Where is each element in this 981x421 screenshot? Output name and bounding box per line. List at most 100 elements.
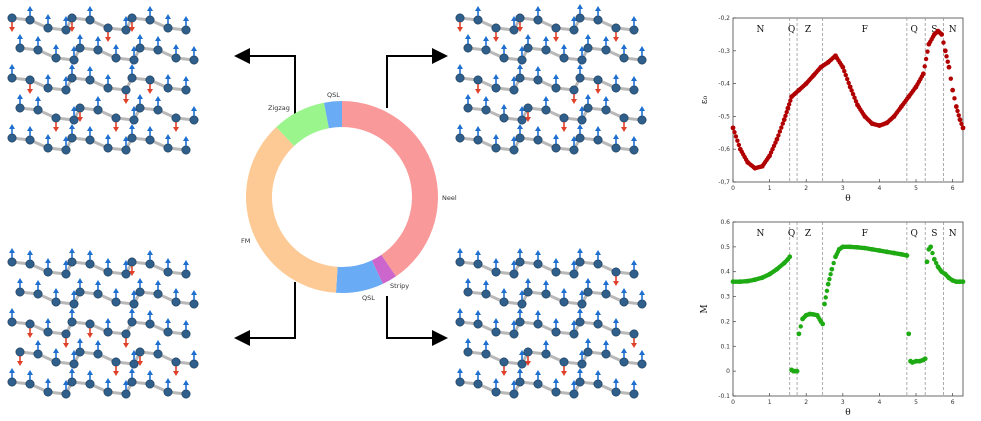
spin-arrowhead: [131, 106, 137, 111]
data-point: [785, 105, 791, 111]
donut-label: FM: [241, 237, 250, 245]
phase-label: Z: [805, 229, 811, 239]
lattice-atom: [127, 13, 137, 23]
lattice-atom: [171, 357, 181, 367]
lattice-atom: [163, 23, 173, 33]
lattice-atom: [25, 259, 35, 269]
spin-arrowhead: [129, 368, 135, 373]
spin-arrowhead: [165, 74, 171, 79]
spin-arrowhead: [595, 89, 601, 94]
lattice-atom: [121, 329, 131, 339]
spin-arrowhead: [155, 340, 161, 345]
data-point: [776, 133, 781, 138]
spin-arrowhead: [63, 260, 69, 265]
data-point: [847, 84, 853, 90]
lattice-atom: [43, 327, 53, 337]
phase-label: N: [757, 229, 765, 239]
y-tick-label: 0.1: [720, 343, 730, 350]
lattice-atom: [515, 133, 525, 143]
data-point: [846, 80, 851, 86]
lattice-atom: [93, 349, 103, 359]
spin-arrowhead: [35, 280, 41, 285]
lattice-atom: [455, 13, 465, 23]
phase-label: N: [757, 25, 765, 35]
lattice-atom: [481, 105, 491, 115]
spin-arrowhead: [501, 288, 507, 293]
data-point: [730, 125, 736, 131]
data-point: [829, 266, 835, 272]
lattice-atom: [181, 329, 191, 339]
lattice-atom: [611, 387, 621, 397]
lattice-atom: [43, 267, 53, 277]
phase-label: Q: [788, 25, 795, 35]
spin-arrowhead: [519, 46, 525, 51]
spin-arrowhead: [123, 380, 129, 385]
spin-arrowhead: [105, 37, 111, 42]
spin-arrowhead: [87, 66, 93, 71]
spin-arrowhead: [457, 308, 463, 313]
spin-arrowhead: [475, 250, 481, 255]
data-point: [784, 109, 789, 115]
x-tick-label: 2: [804, 185, 808, 192]
x-tick-label: 1: [768, 185, 772, 192]
spin-arrowhead: [511, 320, 517, 325]
spin-arrowhead: [183, 380, 189, 385]
spin-arrowhead: [571, 99, 577, 104]
spin-arrowhead: [457, 27, 463, 32]
lattice-atom: [103, 327, 113, 337]
spin-arrowhead: [87, 6, 93, 11]
donut-label: Stripy: [390, 282, 409, 290]
lattice-atom: [7, 317, 17, 327]
spin-arrowhead: [9, 64, 15, 69]
spin-arrowhead: [155, 96, 161, 101]
lattice-atom: [575, 317, 585, 327]
lattice-atom: [593, 379, 603, 389]
spin-arrowhead: [147, 370, 153, 375]
lattice-atom: [127, 133, 137, 143]
spin-arrowhead: [561, 127, 567, 132]
lattice-atom: [619, 357, 629, 367]
spin-arrowhead: [17, 34, 23, 39]
lattice-atom: [509, 389, 519, 399]
lattice-atom: [145, 259, 155, 269]
spin-arrowhead: [27, 126, 33, 131]
lattice-atom: [473, 379, 483, 389]
spin-arrowhead: [137, 94, 143, 99]
spin-arrowhead: [17, 94, 23, 99]
spin-arrowhead: [155, 36, 161, 41]
spin-arrowhead: [183, 16, 189, 21]
lattice-atom: [569, 85, 579, 95]
lattice-atom: [499, 357, 509, 367]
lattice-atom: [463, 347, 473, 357]
lattice-atom: [51, 113, 61, 123]
lattice-atom: [517, 359, 527, 369]
lattice-atom: [153, 105, 163, 115]
x-tick-label: 0: [731, 399, 735, 406]
lattice-atom: [533, 135, 543, 145]
lattice-atom: [75, 287, 85, 297]
lattice-atom: [103, 387, 113, 397]
lattice-atom: [103, 267, 113, 277]
spin-arrowhead: [483, 96, 489, 101]
x-tick-label: 6: [951, 399, 955, 406]
spin-arrowhead: [519, 290, 525, 295]
spin-arrowhead: [173, 371, 179, 376]
lattice-atom: [85, 379, 95, 389]
spin-arrowhead: [553, 37, 559, 42]
lattice-atom: [127, 317, 137, 327]
lattice-atom: [481, 289, 491, 299]
lattice-atom: [569, 145, 579, 155]
lattice-atom: [577, 359, 587, 369]
lattice-atom: [551, 327, 561, 337]
data-point: [933, 260, 939, 266]
lattice-atom: [127, 377, 137, 387]
spin-arrowhead: [535, 66, 541, 71]
data-point: [939, 32, 945, 37]
lattice-atom: [509, 145, 519, 155]
lattice-atom: [163, 83, 173, 93]
lattice-atom: [135, 347, 145, 357]
lattice-atom: [61, 25, 71, 35]
spin-arrowhead: [475, 370, 481, 375]
lattice-atom: [61, 329, 71, 339]
lattice-atom: [103, 83, 113, 93]
